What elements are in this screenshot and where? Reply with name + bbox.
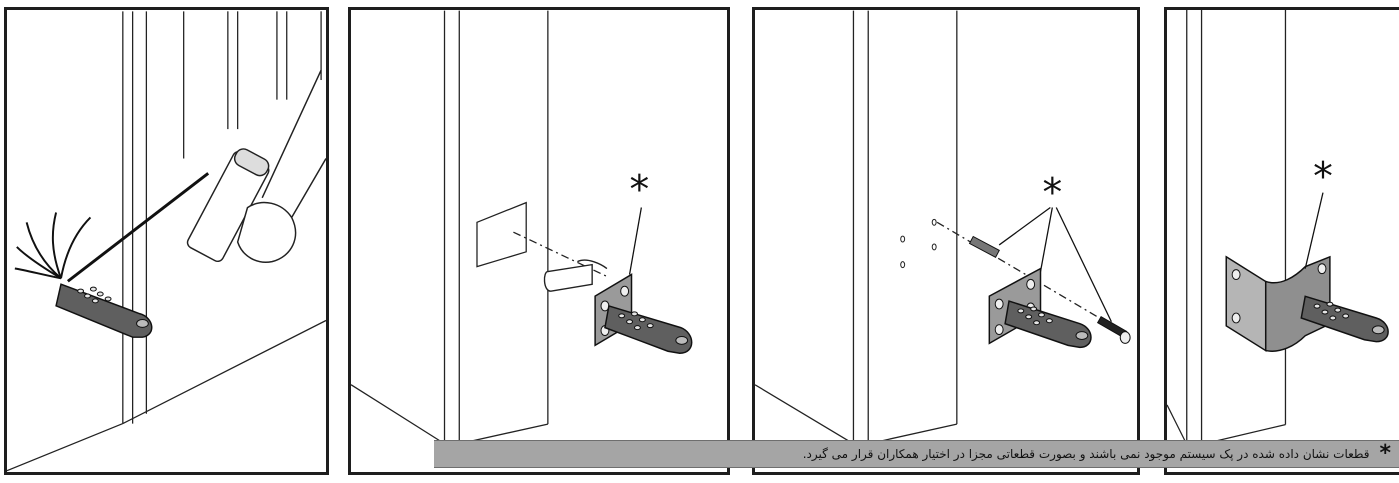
hinge-part [605, 306, 692, 353]
panel-spray-hinge [4, 7, 329, 475]
asterisk-icon: * [1379, 443, 1391, 465]
panel-screw-bracket: * [752, 7, 1140, 475]
footnote-text: قطعات نشان داده شده در پک سیستم موجود نم… [803, 447, 1370, 461]
screw-bracket-illustration: * [755, 10, 1137, 472]
screw [1098, 317, 1130, 344]
footnote-band: * قطعات نشان داده شده در پک سیستم موجود … [434, 440, 1399, 468]
hinge-part [1005, 301, 1091, 347]
corner-bracket-illustration: * [1167, 10, 1399, 472]
asterisk-marker: * [1313, 154, 1333, 200]
wall-plug [970, 236, 1000, 257]
hand-outline [238, 203, 296, 263]
hinge-part [56, 284, 152, 337]
asterisk-marker: * [1042, 170, 1062, 216]
panel-insert-bracket: * [348, 7, 730, 475]
panel-corner-bracket: * [1164, 7, 1399, 475]
spray-stream [68, 173, 208, 281]
asterisk-marker: * [630, 167, 650, 213]
spray-illustration [7, 10, 326, 472]
insert-bracket-illustration: * [351, 10, 727, 472]
hinge-part [1301, 296, 1388, 341]
